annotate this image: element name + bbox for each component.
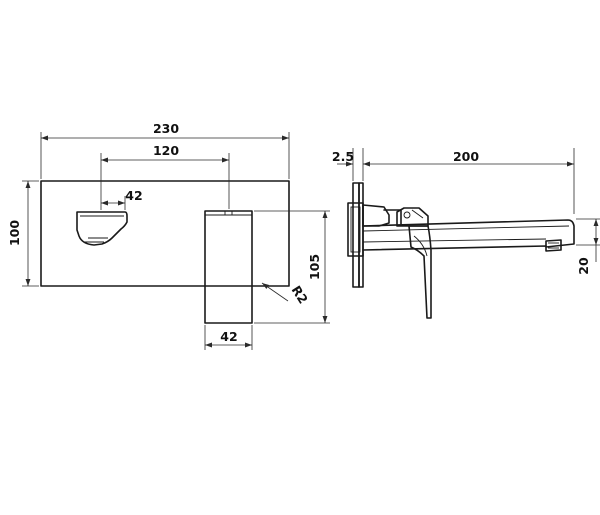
side-wall-plate [352, 182, 364, 288]
dim-label-lever-width: 42 [220, 329, 237, 344]
side-spout [362, 219, 575, 252]
dim-label-spout-width: 42 [125, 188, 142, 203]
dim-label-projection: 200 [453, 149, 479, 164]
spout-outlet [76, 211, 128, 246]
front-view: 230 120 42 100 105 42 R2 [7, 121, 330, 350]
radius-leader [261, 282, 289, 302]
dim-label-plate-height: 100 [7, 220, 22, 246]
side-lever [408, 225, 432, 319]
side-view: 2.5 200 20 [332, 148, 600, 319]
dim-label-plate-width: 230 [153, 121, 179, 136]
dim-label-lever-height: 105 [307, 254, 322, 280]
side-lever-hub [396, 207, 429, 227]
wall-plate [40, 180, 290, 287]
lever-handle [204, 210, 253, 324]
dim-label-lever-offset: 120 [153, 143, 179, 158]
side-valve-body [347, 202, 402, 257]
dim-label-radius: R2 [289, 283, 311, 306]
dim-label-plate-thickness: 2.5 [332, 149, 354, 164]
dim-label-spout-height: 20 [576, 257, 591, 275]
